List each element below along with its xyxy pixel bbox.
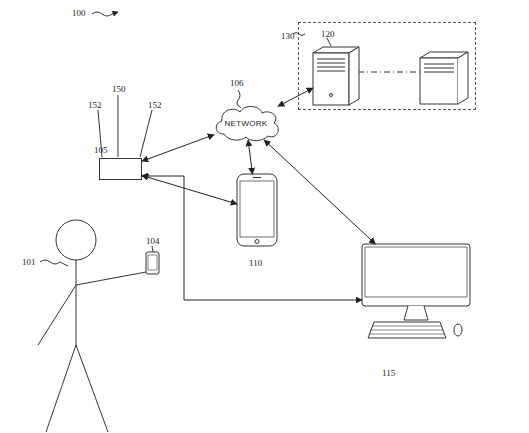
mobile-device: 110 (237, 174, 277, 246)
computer-terminal: 115 (362, 244, 470, 320)
leader-arrow (92, 12, 118, 16)
callout-number: 152 (148, 100, 162, 110)
callout-number: 120 (321, 29, 335, 39)
connector-arrow (278, 88, 313, 106)
leader-line (293, 33, 305, 36)
figure-number: 100 (72, 8, 86, 18)
callout-number: 104 (146, 236, 160, 246)
callout-number: 106 (230, 78, 244, 88)
leader-line (40, 260, 68, 266)
mouse-symbol (454, 324, 462, 336)
leader-line (152, 246, 153, 252)
callout-number: 150 (112, 84, 126, 94)
callout-number: 101 (22, 257, 36, 267)
dash-dot-link (358, 72, 420, 73)
callout-number: 130 (281, 31, 295, 41)
connector-arrow (142, 135, 214, 161)
keyboard-symbol (368, 322, 446, 338)
device-screen (148, 255, 157, 270)
callout-number: 105 (94, 145, 108, 155)
network-cloud: 106NETWORK (214, 106, 278, 140)
callout-number: 152 (88, 100, 102, 110)
keyboard-keys (370, 326, 444, 334)
server-box-outline (313, 47, 359, 105)
mobile-device-outline (237, 174, 277, 246)
leader-line (118, 95, 119, 157)
server-symbol (420, 52, 468, 104)
connector-arrow (264, 140, 375, 244)
leader-line (237, 90, 241, 108)
callout-number: 115 (382, 368, 395, 378)
computer-terminal-outline (362, 244, 470, 320)
user-figure (38, 220, 146, 432)
server-box: 120 (313, 47, 359, 105)
node-label: NETWORK (214, 119, 278, 129)
callout-number: 110 (249, 258, 262, 268)
connector-arrow (142, 175, 237, 204)
server-group: 130120 (298, 22, 476, 110)
handheld-device (146, 252, 159, 274)
connector-arrow (142, 176, 362, 300)
leader-line (327, 38, 331, 46)
leader-line (140, 110, 152, 157)
connector-arrow (248, 140, 252, 174)
device-box: 105 (99, 158, 142, 180)
